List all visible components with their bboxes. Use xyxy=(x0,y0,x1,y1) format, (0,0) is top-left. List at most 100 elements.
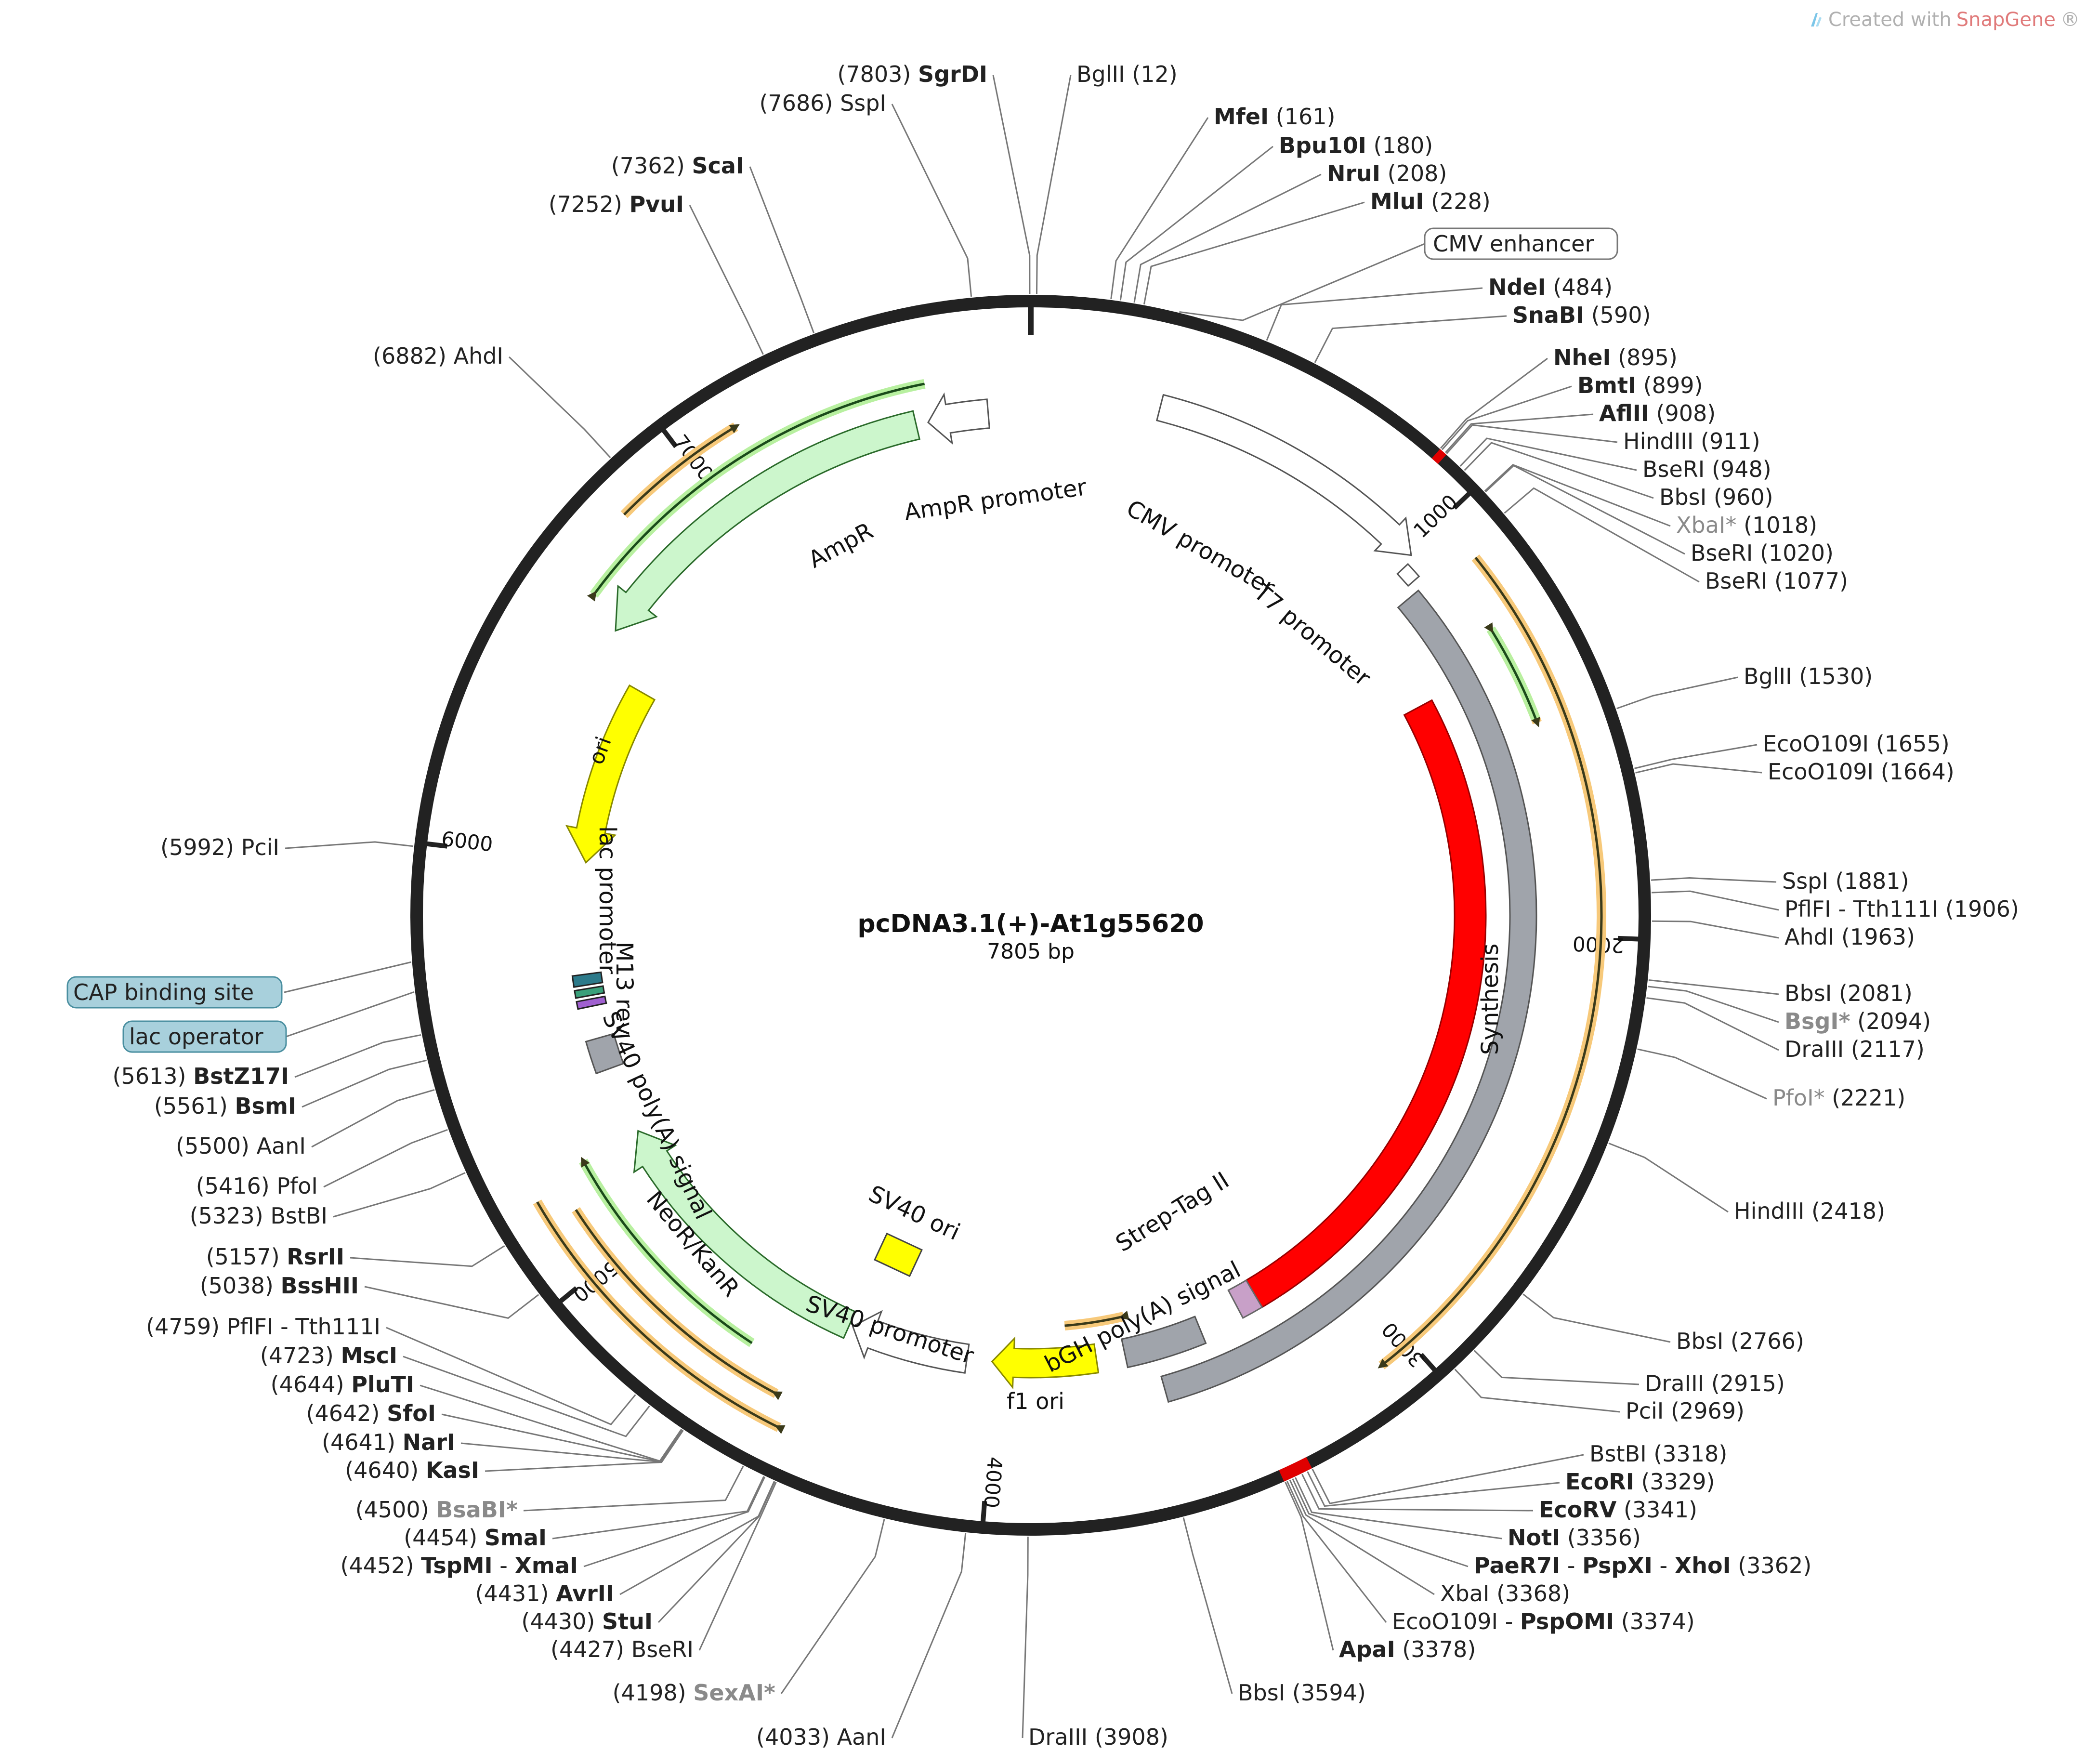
right-leader-12 xyxy=(1464,442,1654,499)
right-leader-13 xyxy=(1484,464,1671,527)
right-leader-14 xyxy=(1485,464,1685,555)
left-site-16: (4642) SfoI xyxy=(306,1400,436,1426)
tick-label-4000: 4000 xyxy=(979,1456,1007,1509)
lac-operator-label-box: lac operator xyxy=(122,1020,287,1053)
orf-5 xyxy=(575,1209,783,1400)
right-leader-11 xyxy=(1459,437,1637,471)
sv40-promoter-arrow xyxy=(852,1310,970,1374)
right-leader-1 xyxy=(1110,117,1209,300)
left-leader-24 xyxy=(698,1482,777,1651)
right-leader-28 xyxy=(1473,1350,1640,1385)
right-leader-31 xyxy=(1307,1471,1560,1507)
left-site-4: (6882) AhdI xyxy=(373,343,503,369)
right-leader-4 xyxy=(1143,201,1365,304)
left-site-15: (4644) PluTI xyxy=(271,1371,414,1397)
feature-label-m13-rev: M13 rev xyxy=(611,942,638,1035)
left-leader-21 xyxy=(583,1476,766,1567)
tick-label-1000: 1000 xyxy=(1409,490,1462,542)
right-leader-30 xyxy=(1312,1454,1584,1504)
left-leader-23 xyxy=(657,1481,775,1623)
right-site-24: DraIII (2117) xyxy=(1784,1036,1925,1062)
leader-cmv-enhancer xyxy=(1179,243,1425,321)
ori-arrow xyxy=(565,684,656,864)
left-site-18: (4640) KasI xyxy=(345,1457,479,1483)
feature-label-ampr: AmpR xyxy=(804,517,878,574)
plasmid-length: 7805 bp xyxy=(987,939,1075,964)
right-leader-6 xyxy=(1314,315,1507,363)
right-site-25: PfoI* (2221) xyxy=(1772,1085,1905,1111)
right-site-32: EcoRV (3341) xyxy=(1539,1497,1697,1523)
green-orf-2 xyxy=(1484,622,1537,719)
right-site-36: EcoO109I - PspOMI (3374) xyxy=(1392,1608,1695,1634)
feature-label-ampr-promoter: AmpR promoter xyxy=(903,474,1089,526)
left-site-22: (4431) AvrII xyxy=(475,1580,614,1606)
right-site-11: BseRI (948) xyxy=(1642,456,1771,482)
right-leader-23 xyxy=(1648,986,1779,1023)
right-site-6: SnaBI (590) xyxy=(1512,302,1651,328)
left-site-10: (5323) BstBI xyxy=(190,1203,328,1229)
left-site-14: (4723) MscI xyxy=(260,1343,397,1369)
right-leader-29 xyxy=(1454,1369,1620,1413)
right-site-4: MluI (228) xyxy=(1370,188,1491,214)
right-site-29: PciI (2969) xyxy=(1626,1398,1745,1424)
bgh-polya-box xyxy=(1120,1316,1207,1369)
left-leader-4 xyxy=(508,356,611,459)
right-leader-9 xyxy=(1445,413,1594,453)
left-leader-3 xyxy=(689,205,764,355)
right-leader-7 xyxy=(1440,357,1548,449)
right-site-5: NdeI (484) xyxy=(1488,274,1613,300)
left-site-21: (4452) TspMI - XmaI xyxy=(341,1553,578,1579)
right-site-31: EcoRI (3329) xyxy=(1565,1469,1715,1495)
right-leader-37 xyxy=(1285,1482,1334,1651)
left-site-20: (4454) SmaI xyxy=(404,1525,547,1551)
feature-label-f1-ori: f1 ori xyxy=(1007,1388,1064,1414)
tick-1000 xyxy=(1452,484,1479,510)
sv40-polya-box xyxy=(585,1033,625,1075)
right-site-34: PaeR7I - PspXI - XhoI (3362) xyxy=(1474,1553,1811,1579)
left-leader-16 xyxy=(441,1413,683,1463)
right-site-3: NruI (208) xyxy=(1327,160,1447,186)
left-site-5: (5992) PciI xyxy=(160,834,279,860)
right-site-17: EcoO109I (1655) xyxy=(1763,731,1950,757)
left-leader-5 xyxy=(285,841,414,849)
left-site-1: (7686) SspI xyxy=(759,90,886,116)
right-site-37: ApaI (3378) xyxy=(1339,1636,1476,1662)
left-leader-26 xyxy=(891,1533,967,1738)
tick-5000 xyxy=(551,1286,578,1310)
left-site-26: (4033) AanI xyxy=(756,1724,886,1750)
credit-prefix: Created with xyxy=(1828,9,1952,31)
tick-4000 xyxy=(980,1501,987,1533)
right-site-30: BstBI (3318) xyxy=(1589,1441,1727,1467)
right-site-2: Bpu10I (180) xyxy=(1279,132,1433,158)
left-site-7: (5561) BsmI xyxy=(154,1093,296,1119)
leader-lines xyxy=(284,75,1779,1738)
left-leader-0 xyxy=(992,75,1031,294)
cmv-enhancer-label: CMV enhancer xyxy=(1433,231,1594,257)
right-leader-25 xyxy=(1637,1048,1767,1100)
left-site-17: (4641) NarI xyxy=(322,1429,455,1455)
left-leader-9 xyxy=(323,1129,448,1188)
ampr-promoter-arrow xyxy=(927,392,990,445)
left-site-8: (5500) AanI xyxy=(176,1133,306,1159)
red-mark-mcs2 xyxy=(1279,1457,1312,1482)
right-site-19: SspI (1881) xyxy=(1782,868,1909,894)
right-site-0: BglII (12) xyxy=(1076,61,1178,87)
right-site-23: BsgI* (2094) xyxy=(1784,1008,1931,1034)
synthesis-arc xyxy=(1160,589,1537,1403)
credit-suffix: ® xyxy=(2060,9,2080,31)
right-leader-3 xyxy=(1133,173,1322,303)
right-site-15: BseRI (1077) xyxy=(1705,568,1848,594)
ampr-arrow xyxy=(615,410,920,632)
feature-label-synthesis: Synthesis xyxy=(1477,944,1504,1055)
right-site-28: DraIII (2915) xyxy=(1645,1370,1785,1396)
right-leader-18 xyxy=(1635,763,1762,774)
credit-brand: SnapGene xyxy=(1956,9,2056,31)
cap-binding-site-label-box: CAP binding site xyxy=(66,976,283,1009)
right-leader-0 xyxy=(1036,75,1072,294)
left-leader-1 xyxy=(891,104,972,297)
backbone-red-marks xyxy=(1279,449,1446,1482)
strep-tag-arc xyxy=(1227,1279,1263,1319)
cmv-enhancer-label-box: CMV enhancer xyxy=(1424,227,1618,260)
left-leader-12 xyxy=(364,1286,539,1319)
